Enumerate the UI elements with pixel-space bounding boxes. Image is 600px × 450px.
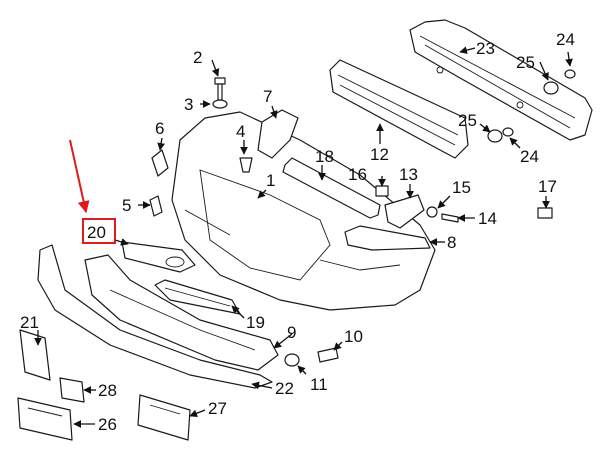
callout-8: 8 — [447, 233, 456, 252]
callout-12: 12 — [370, 145, 389, 164]
callout-24-lower: 24 — [520, 147, 539, 166]
part-20-fog-cover — [121, 241, 196, 273]
callout-6: 6 — [155, 119, 164, 138]
callout-19: 19 — [246, 313, 265, 332]
callout-11: 11 — [310, 375, 328, 394]
part-16-nut — [375, 185, 389, 197]
callout-16: 16 — [348, 165, 367, 184]
part-9-lower-grille — [84, 254, 279, 371]
callout-20: 20 — [87, 223, 106, 242]
callout-7: 7 — [263, 87, 272, 106]
part-14-screw — [441, 213, 459, 223]
part-21-bracket — [19, 329, 51, 381]
leader-lines — [34, 46, 573, 428]
part-3-washer — [212, 99, 228, 109]
highlight-arrow — [69, 139, 90, 214]
part-5-clip — [149, 195, 163, 217]
part-27-lower-bracket — [137, 394, 191, 441]
part-1-bumper-cover — [171, 111, 436, 311]
callout-23: 23 — [476, 39, 495, 58]
callout-25-lower: 25 — [458, 111, 477, 130]
part-10-bolt — [317, 347, 339, 363]
callout-4: 4 — [236, 122, 245, 141]
part-24-washer-lower — [502, 127, 514, 137]
part-22-spoiler — [37, 244, 273, 389]
part-15-washer — [426, 206, 438, 218]
part-4-clip — [239, 157, 253, 173]
callout-13: 13 — [399, 165, 418, 184]
callout-5: 5 — [122, 196, 131, 215]
part-12-energy-absorber — [329, 59, 469, 159]
callout-3: 3 — [184, 95, 193, 114]
part-11-washer — [284, 353, 300, 367]
callout-10: 10 — [344, 327, 363, 346]
callout-labels: 1 2 3 4 5 6 7 8 9 10 11 12 13 14 15 16 1… — [20, 30, 575, 434]
callout-24-upper: 24 — [556, 30, 575, 49]
part-17-clip — [537, 207, 553, 219]
callout-14: 14 — [478, 209, 497, 228]
part-24-washer-upper — [564, 69, 576, 79]
callout-25-upper: 25 — [516, 53, 535, 72]
part-25-nut-lower — [487, 129, 503, 143]
callout-1: 1 — [266, 171, 275, 190]
part-2-bolt — [214, 77, 226, 101]
callout-15: 15 — [452, 178, 471, 197]
part-6-clip — [151, 149, 169, 177]
callout-18: 18 — [315, 147, 334, 166]
callout-26: 26 — [98, 415, 117, 434]
part-23-reinforcement-bar — [409, 19, 593, 141]
part-7-bracket — [257, 109, 299, 159]
callout-21: 21 — [20, 313, 39, 332]
callout-22: 22 — [275, 379, 294, 398]
callout-27: 27 — [208, 399, 227, 418]
callout-17: 17 — [538, 177, 557, 196]
highlight-box-20 — [82, 218, 116, 244]
part-28-part — [59, 377, 85, 403]
part-26-lower-bracket — [17, 397, 73, 441]
callout-2: 2 — [193, 48, 202, 67]
part-25-nut-upper — [543, 81, 559, 95]
callout-28: 28 — [98, 381, 117, 400]
callout-9: 9 — [287, 323, 296, 342]
part-8-side-bracket — [344, 225, 431, 251]
part-18-upper-grille — [282, 157, 381, 219]
